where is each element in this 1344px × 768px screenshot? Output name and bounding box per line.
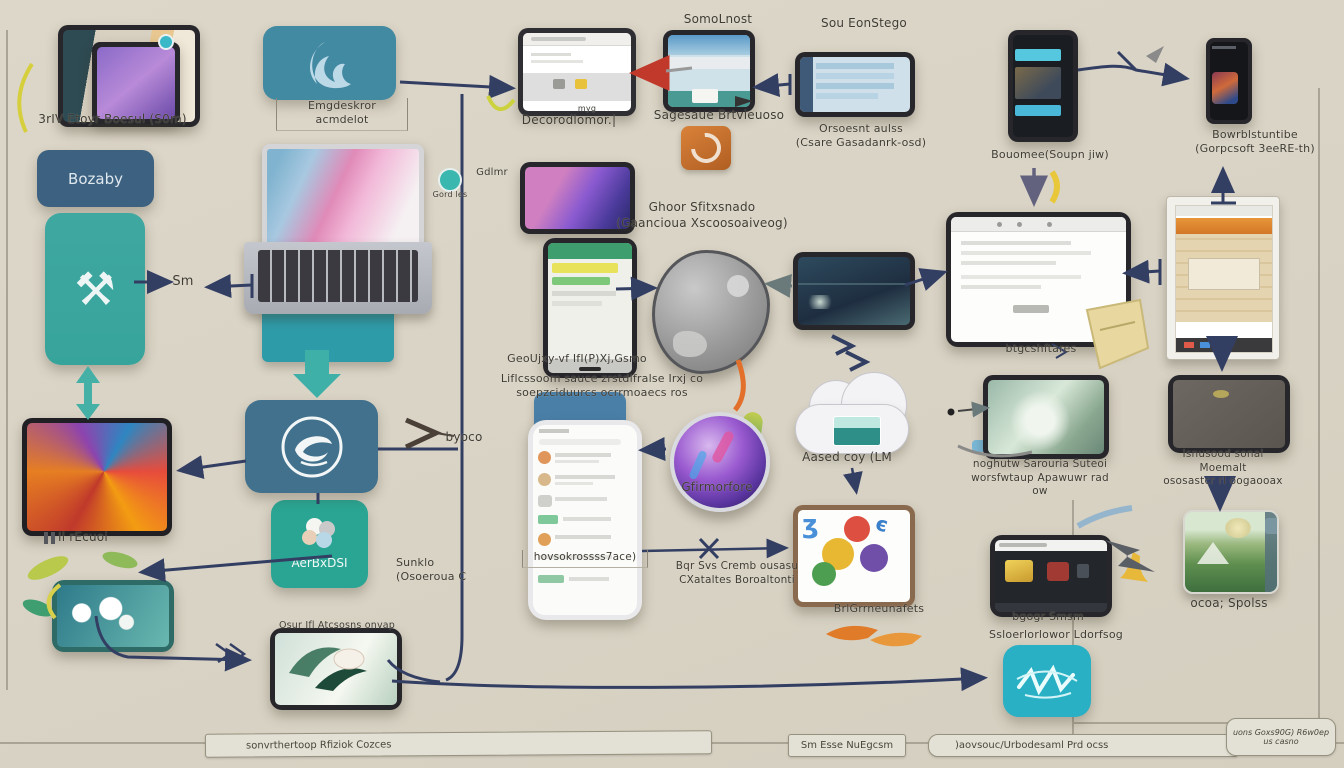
caption-top-left-device: 3rIV Etoyr Boesul (S0m): [38, 112, 187, 126]
phone-purple-overlay: [92, 42, 180, 124]
caption-ssloer: Ssloerlorlowor Ldorfsog: [989, 628, 1123, 641]
caption-il-recuo: Il rEcuoi: [58, 530, 108, 544]
caption-sou-eonstego: Sou EonStego: [821, 16, 907, 30]
macbook-keyboard: [258, 250, 418, 302]
caption-hovsok: hovsokrossss7ace): [522, 550, 648, 568]
node-cyan-scribble: [1003, 645, 1091, 717]
node-bozaby: Bozaby: [37, 150, 154, 207]
phone-media-dark: [990, 535, 1112, 617]
purple-sphere: [670, 412, 770, 512]
caption-bgogr: bgogr Smsm: [1012, 610, 1084, 623]
macbook-body: [244, 242, 432, 314]
phone-gray-blank: [1168, 375, 1290, 453]
macbook-screen: [262, 144, 424, 252]
caption-btgcshftares: btgcshftares: [1005, 342, 1077, 355]
orange-fish-decor: [826, 625, 922, 647]
node-circle-logo: [245, 400, 378, 493]
browser-card-framed: [1166, 196, 1280, 360]
caption-gdlmr: Gdlmr: [476, 167, 508, 178]
footer-bar-left: sonvrthertoop Rfiziok Cozces: [204, 730, 713, 758]
caption-brlgrrn: BrlGrrneunafets: [833, 602, 925, 615]
node-aerbxdsi-label: AerBxDSI: [291, 556, 348, 570]
caption-sunklo: Sunklo(Osoeroua C: [396, 556, 467, 584]
node-aerbxdsi: AerBxDSI: [271, 500, 368, 588]
frame-line-bottom-right: [1072, 722, 1320, 724]
caption-sm: Sm: [172, 274, 194, 289]
caption-gfirmorfore: Gfirmorfore: [681, 480, 753, 494]
caption-bouomee: Bouomee(Soupn jiw): [991, 148, 1109, 161]
footer-bar-mid2: )aovsouc/Urbodesaml Prd ocss: [928, 734, 1238, 757]
caption-bowrblstuntibe: Bowrblstuntibe(Gorpcsoft 3eeRE-th): [1195, 128, 1315, 156]
claw-icon: [309, 42, 351, 89]
phone-night-small: [1206, 38, 1252, 124]
scribble-icon: [1016, 664, 1078, 699]
caption-emgdeskror: Emgdeskror acmdelot: [276, 98, 408, 131]
caption-sagesaue: Sagesaue Brtvieuoso: [653, 108, 785, 122]
tablet-artwork: [22, 418, 172, 536]
tablet-sky-small: [663, 30, 755, 112]
phone-stripes-portrait: [1008, 30, 1078, 142]
node-emgdeskror: [263, 26, 396, 100]
phone-seascape: [793, 252, 915, 330]
gord-les-icon: [438, 168, 462, 192]
caption-gord-les: Gord les: [432, 190, 468, 199]
pause-bars-icon: [44, 532, 56, 544]
node-emblem: ⚒: [45, 213, 145, 365]
phone-chat-green: [543, 238, 637, 378]
frame-line-left: [6, 30, 8, 690]
caption-ghoor: Ghoor Sfitxsnado(Gaancioua Xscoosoaiveog…: [616, 200, 788, 230]
caption-ocoa: ocoa; Spolss: [1190, 596, 1268, 610]
caption-orsoesnt: Orsoesnt aulss(Csare Gasadanrk-osd): [795, 122, 927, 150]
crossed-tools-icon: ⚒: [74, 262, 116, 316]
caption-decor-small: myg: [577, 104, 597, 113]
cloud-image-chip: [833, 416, 881, 446]
device-mint-screen: [983, 375, 1109, 459]
frame-line-divider: [1072, 500, 1074, 742]
blue-glyph-left: ʒ: [802, 510, 819, 540]
cloud-shape: [795, 372, 909, 454]
tablet-browser-large: [946, 212, 1131, 347]
node-bozaby-label: Bozaby: [68, 169, 123, 188]
badge-icon: [158, 34, 174, 50]
caption-aased: Aased coy (LM: [802, 450, 892, 464]
tablet-browser-small: [518, 28, 636, 116]
stone-blob: [652, 250, 770, 374]
phone-rows-blue: [795, 52, 915, 117]
caption-decorodlomor: Decorodlomor.|: [521, 113, 617, 127]
frame-line-right: [1318, 88, 1320, 722]
caption-somolnost: SomoLnost: [683, 12, 753, 26]
footer-bar-mid1: Sm Esse NuEgcsm: [788, 734, 906, 757]
caption-osur: Osur Ifl Atcsosns onvap: [278, 620, 396, 631]
photo-folder-icon: [1183, 510, 1279, 594]
tablet-color-circles: ʒ є: [793, 505, 915, 607]
phone-feather-art: [270, 628, 402, 710]
swirl-bird-icon: [281, 416, 342, 477]
blue-glyph-right: є: [873, 510, 891, 538]
flower-logo-icon: [298, 518, 342, 550]
footer-pill-right: uons Goxs90G) R6w0ep us casno: [1226, 718, 1336, 756]
phone-pink-art: [520, 162, 635, 234]
caption-geoujxy: GeoUjxy-vf IfI(P)Xj,Gsmo: [507, 352, 647, 365]
feather-art: [289, 647, 367, 691]
phone-teal-blobs: [52, 580, 174, 652]
phone-chat-list: [528, 420, 642, 620]
macbook: [240, 140, 436, 320]
caption-byoco: byoco: [445, 430, 483, 444]
orange-swirl-icon: [681, 126, 731, 170]
